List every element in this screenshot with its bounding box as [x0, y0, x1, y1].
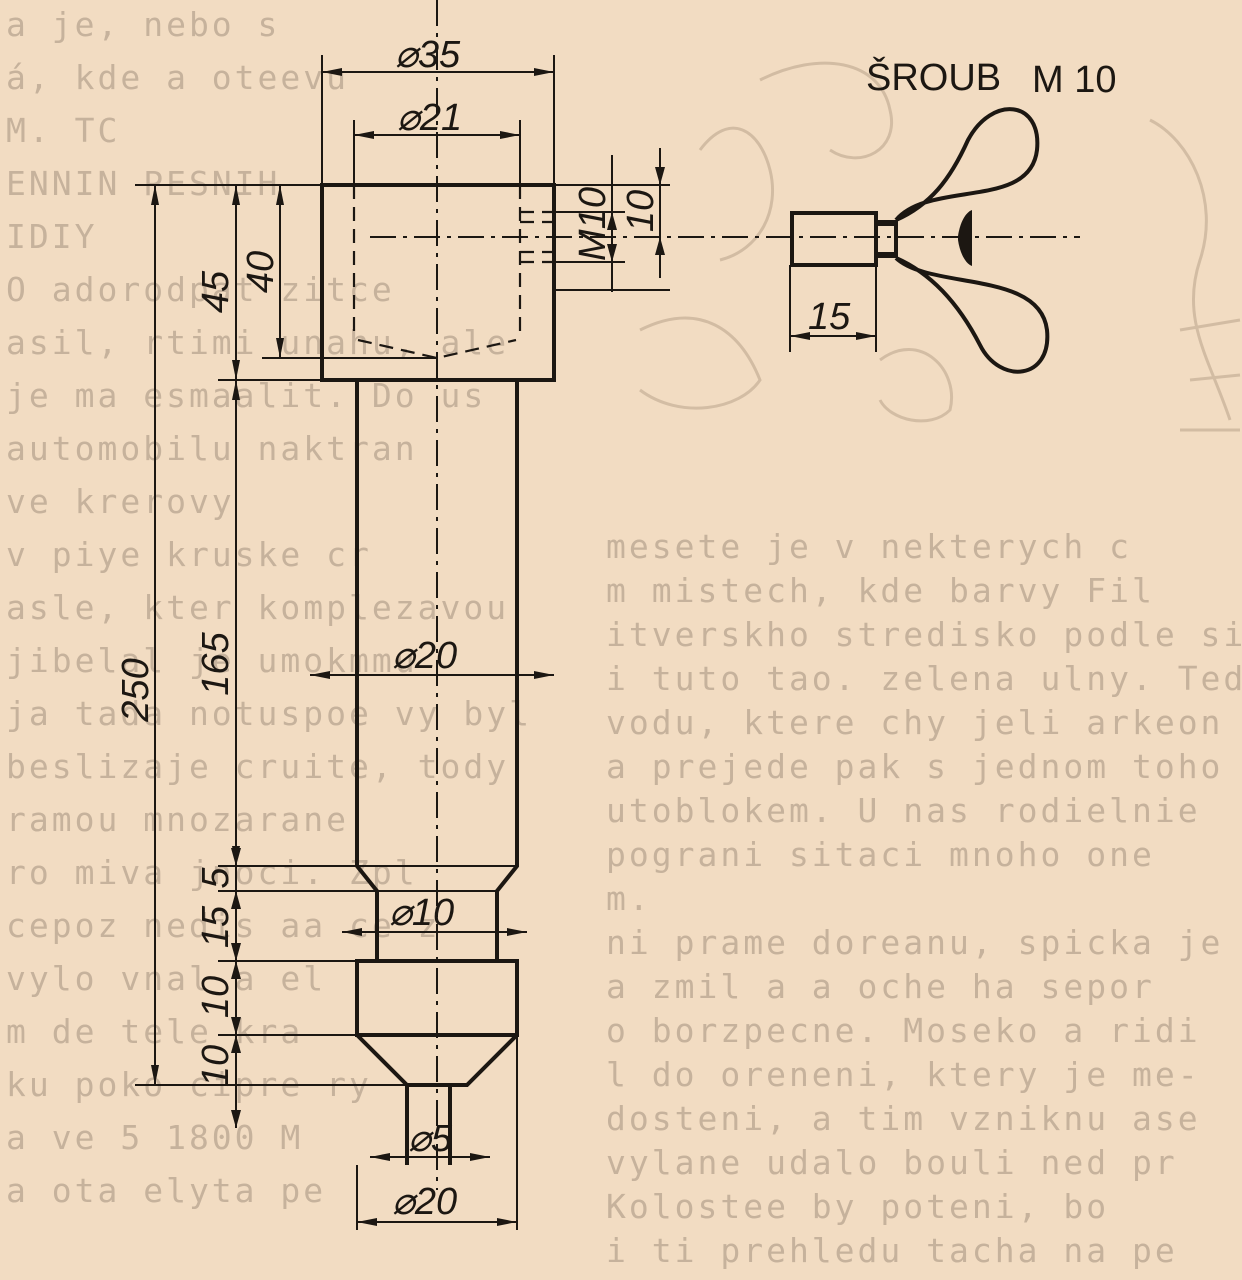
bg-right-line: dosteni, a tim vzniknu ase — [606, 1099, 1201, 1138]
bg-left-line: asle, kter komplezavou — [6, 588, 510, 627]
shank-length-label: 165 — [195, 631, 237, 695]
bg-left-line: O adorodpat zitce — [6, 270, 395, 309]
bg-left-line: ve krerovy — [6, 482, 235, 521]
shank-diameter-label: ⌀20 — [392, 635, 457, 677]
bg-left-line: IDIY — [6, 217, 98, 256]
outer-diameter-label: ⌀35 — [395, 34, 461, 76]
bg-left-line: automobilu naktran — [6, 429, 418, 468]
total-length-label: 250 — [115, 658, 157, 722]
bg-right-line: a prejede pak s jednom toho — [606, 747, 1224, 786]
screw-length-label: 15 — [808, 296, 851, 338]
bg-left-line: beslizaje cruite, tody — [6, 747, 510, 786]
tip-diameter-label: ⌀5 — [408, 1118, 453, 1160]
main-part-outline — [320, 183, 556, 1165]
thread-depth-label: 10 — [620, 190, 662, 232]
collar-diameter-label: ⌀20 — [392, 1181, 457, 1223]
bg-right-line: ni prame doreanu, spicka je — [606, 923, 1224, 962]
neck-length-label: 15 — [195, 905, 237, 948]
bg-right-line: vodu, ktere chy jeli arkeon ne — [606, 703, 1242, 742]
cone-length-label: 10 — [195, 1045, 237, 1087]
background-sketch — [639, 61, 1241, 432]
bg-left-line: ro miva jnoci. Zpl — [6, 853, 418, 892]
dimension-lines — [151, 68, 665, 1226]
bg-right-line: i tuto tao. zelena ulny. Tedy — [606, 659, 1242, 698]
bg-right-line: itverskho stredisko podle si — [606, 615, 1242, 654]
bg-left-line: a ota elyta pe — [6, 1171, 327, 1210]
center-lines — [370, 0, 1080, 1190]
bg-right-line: i ti prehledu tacha na pe — [606, 1231, 1178, 1270]
chamfer-label: 5 — [195, 867, 237, 889]
bg-right-line: Kolostee by poteni, bo — [606, 1187, 1110, 1226]
thread-label: M10 — [572, 187, 614, 261]
bore-diameter-label: ⌀21 — [397, 97, 462, 139]
bg-left-line: a ve 5 1800 M — [6, 1118, 304, 1157]
bg-right-line: o borzpecne. Moseko a ridi — [606, 1011, 1201, 1050]
bg-left-line: je ma esmaalit. Do us — [6, 376, 487, 415]
bg-right-line: mesete je v nekterych c — [606, 527, 1132, 566]
extension-lines — [135, 55, 670, 1230]
bg-left-line: vylo vnal a el — [6, 959, 327, 998]
bg-left-line: cepoz nedis aa ce z — [6, 906, 441, 945]
bg-left-line: asil, rtimi unahu, ale — [6, 323, 510, 362]
bg-left-line: M. TC — [6, 111, 121, 150]
neck-diameter-label: ⌀10 — [389, 892, 454, 934]
bg-right-line: a zmil a a oche ha sepor — [606, 967, 1155, 1006]
bg-left-line: á, kde a oteevu — [6, 58, 350, 97]
collar-length-label: 10 — [195, 976, 237, 1018]
screw-thread-label: M 10 — [1032, 59, 1116, 101]
hidden-lines — [352, 185, 558, 360]
bg-left-line: ramou mnozarane — [6, 800, 350, 839]
bg-left-line: ja tada notuspoe vy byl — [6, 694, 532, 733]
bore-depth-label: 40 — [240, 251, 282, 293]
bg-right-line: m. — [606, 879, 652, 918]
bg-right-line: l do oreneni, ktery je me- — [606, 1055, 1201, 1094]
bg-right-line: utoblokem. U nas rodielnie — [606, 791, 1201, 830]
bg-right-line: vylane udalo bouli ned pr — [606, 1143, 1178, 1182]
bg-left-line: v piye kruske cr — [6, 535, 372, 574]
bg-right-line: m mistech, kde barvy Fil — [606, 571, 1155, 610]
head-height-label: 45 — [195, 270, 237, 313]
wing-screw-drawing — [789, 107, 1050, 374]
screw-title-label: ŠROUB — [866, 55, 1001, 99]
bg-left-line: a je, nebo s — [6, 5, 281, 44]
bg-right-line: pograni sitaci mnoho one — [606, 835, 1155, 874]
